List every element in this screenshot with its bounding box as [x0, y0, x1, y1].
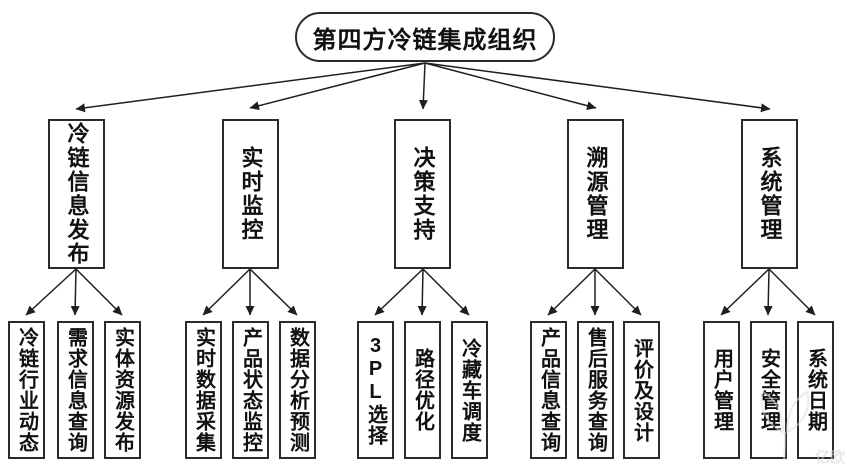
leaf-label: 实体资源发布 [111, 327, 134, 453]
leaf-label: 售后服务查询 [584, 327, 607, 453]
leaf-label: 用户管理 [710, 348, 733, 432]
leaf-label: 产品状态监控 [239, 327, 262, 453]
leaf-product-status-monitoring: 产品状态监控 [232, 321, 269, 459]
leaf-label: 冷链行业动态 [15, 327, 38, 453]
branch-real-time-monitoring: 实时监控 [222, 119, 279, 269]
leaf-industry-trends: 冷链行业动态 [8, 321, 45, 459]
leaf-after-sales-service-query: 售后服务查询 [577, 321, 614, 459]
root-node-label: 第四方冷链集成组织 [312, 26, 538, 54]
branch-label: 溯源管理 [583, 146, 609, 242]
leaf-label: 产品信息查询 [537, 327, 560, 453]
leaf-product-info-query: 产品信息查询 [530, 321, 567, 459]
branch-label: 实时监控 [238, 146, 264, 242]
branch-decision-support: 决策支持 [394, 119, 451, 269]
leaf-label: 3PL选择 [364, 334, 387, 446]
leaf-evaluation-and-design: 评价及设计 [623, 321, 660, 459]
branch-traceability-management: 溯源管理 [567, 119, 624, 269]
branch-label: 决策支持 [410, 146, 436, 242]
leaf-label: 路径优化 [411, 348, 434, 432]
leaf-data-analysis-forecast: 数据分析预测 [279, 321, 316, 459]
leaf-system-date: 系统日期 [797, 321, 834, 459]
leaf-demand-info-query: 需求信息查询 [57, 321, 94, 459]
leaf-route-optimization: 路径优化 [404, 321, 441, 459]
leaf-security-management: 安全管理 [750, 321, 787, 459]
leaf-realtime-data-collection: 实时数据采集 [185, 321, 222, 459]
leaf-label: 实时数据采集 [192, 327, 215, 453]
leaf-reefer-truck-dispatch: 冷藏车调度 [451, 321, 488, 459]
branch-system-management: 系统管理 [741, 119, 798, 269]
branch-label: 系统管理 [757, 146, 783, 242]
leaf-label: 需求信息查询 [64, 327, 87, 453]
leaf-label: 冷藏车调度 [458, 337, 481, 443]
branch-cold-chain-info-release: 冷链信息发布 [48, 119, 105, 269]
leaf-label: 安全管理 [757, 348, 780, 432]
branch-label: 冷链信息发布 [64, 122, 90, 266]
leaf-user-management: 用户管理 [703, 321, 740, 459]
leaf-label: 评价及设计 [630, 337, 653, 443]
root-node: 第四方冷链集成组织 [295, 12, 555, 62]
leaf-label: 数据分析预测 [286, 327, 309, 453]
leaf-3pl-selection: 3PL选择 [357, 321, 394, 459]
leaf-physical-resource-release: 实体资源发布 [104, 321, 141, 459]
leaf-label: 系统日期 [804, 348, 827, 432]
